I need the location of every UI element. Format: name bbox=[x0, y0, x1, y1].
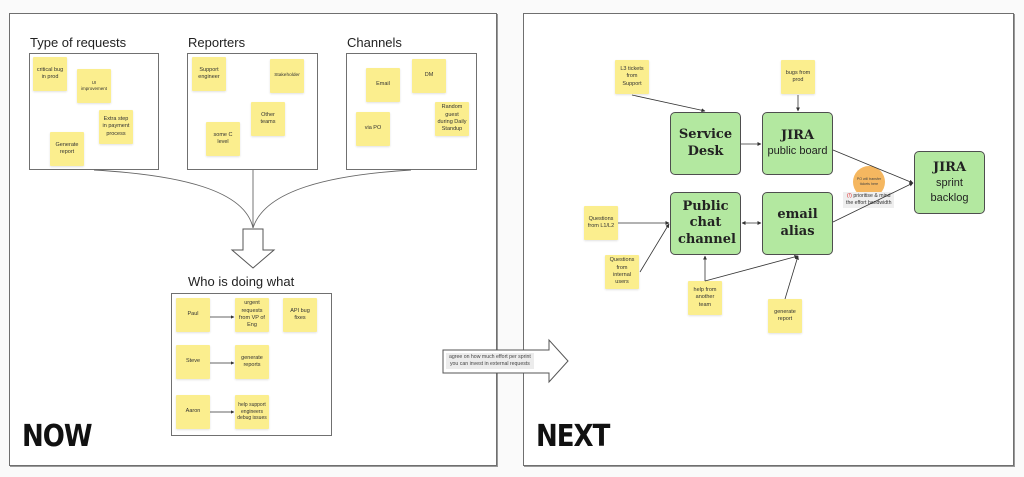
next-label: NEXT bbox=[536, 419, 610, 455]
person-sticky-aaron[interactable]: Aaron bbox=[176, 395, 210, 429]
prioritise-note[interactable]: (!) prioritise & mind the effort bandwid… bbox=[843, 192, 895, 209]
section-title-channels: Channels bbox=[347, 35, 402, 50]
input-sticky-help-another-team[interactable]: help from another team bbox=[688, 281, 722, 315]
sticky-note[interactable]: Support engineer bbox=[192, 57, 226, 91]
sticky-note[interactable]: Random guest during Daily Standup bbox=[435, 102, 469, 136]
sticky-note[interactable]: Extra step in payment process bbox=[99, 110, 133, 144]
jira-sprint-title: JIRA bbox=[932, 159, 967, 175]
task-sticky[interactable]: API bug fixes bbox=[283, 298, 317, 332]
task-sticky[interactable]: help support engineers debug issues bbox=[235, 395, 269, 429]
public-chat-channel-box[interactable]: Public chat channel bbox=[670, 192, 741, 255]
prioritise-line2: the effort bandwidth bbox=[846, 200, 892, 207]
now-label: NOW bbox=[22, 419, 93, 455]
sticky-note[interactable]: some C level bbox=[206, 122, 240, 156]
jira-public-title: JIRA bbox=[780, 127, 815, 143]
section-title-type-of-requests: Type of requests bbox=[30, 35, 127, 50]
public-chat-title: Public chat channel bbox=[678, 199, 736, 247]
sticky-note[interactable]: Generate report bbox=[50, 132, 84, 166]
input-sticky-questions-internal[interactable]: Questions from internal users bbox=[605, 255, 639, 289]
service-desk-box[interactable]: Service Desk bbox=[670, 112, 741, 175]
jira-public-board-box[interactable]: JIRA public board bbox=[762, 112, 833, 175]
sticky-note[interactable]: UI improvement bbox=[77, 69, 111, 103]
jira-sprint-backlog-box[interactable]: JIRA sprint backlog bbox=[914, 151, 985, 214]
person-sticky-paul[interactable]: Paul bbox=[176, 298, 210, 332]
input-sticky-generate-report[interactable]: generate report bbox=[768, 299, 802, 333]
transition-arrow-text[interactable]: agree on how much effort per sprint you … bbox=[446, 353, 534, 370]
sticky-note[interactable]: critical bug in prod bbox=[33, 57, 67, 91]
task-sticky[interactable]: generate reports bbox=[235, 345, 269, 379]
sticky-note[interactable]: Stakeholder bbox=[270, 59, 304, 93]
sticky-note[interactable]: Other teams bbox=[251, 102, 285, 136]
section-title-who-is-doing-what: Who is doing what bbox=[188, 274, 295, 289]
email-alias-box[interactable]: email alias bbox=[762, 192, 833, 255]
input-sticky-questions-l1l2[interactable]: Questions from L1/L2 bbox=[584, 206, 618, 240]
sticky-note[interactable]: via PO bbox=[356, 112, 390, 146]
input-sticky-l3-tickets[interactable]: L3 tickets from Support bbox=[615, 60, 649, 94]
sticky-note[interactable]: DM bbox=[412, 59, 446, 93]
section-title-reporters: Reporters bbox=[188, 35, 246, 50]
sticky-note[interactable]: Email bbox=[366, 68, 400, 102]
jira-public-subtitle: public board bbox=[767, 145, 828, 158]
service-desk-title: Service Desk bbox=[678, 127, 733, 159]
input-sticky-bugs-from-prod[interactable]: bugs from prod bbox=[781, 60, 815, 94]
warning-icon: (!) bbox=[846, 193, 852, 199]
jira-sprint-subtitle: sprint backlog bbox=[930, 176, 969, 204]
task-sticky[interactable]: urgent requests from VP of Eng bbox=[235, 298, 269, 332]
transition-text-line1: agree on how much effort per sprint bbox=[449, 354, 531, 360]
person-sticky-steve[interactable]: Steve bbox=[176, 345, 210, 379]
prioritise-line1: prioritise & mind bbox=[853, 193, 891, 199]
email-alias-title: email alias bbox=[777, 207, 818, 239]
transition-text-line2: you can invest in external requests bbox=[449, 361, 530, 368]
